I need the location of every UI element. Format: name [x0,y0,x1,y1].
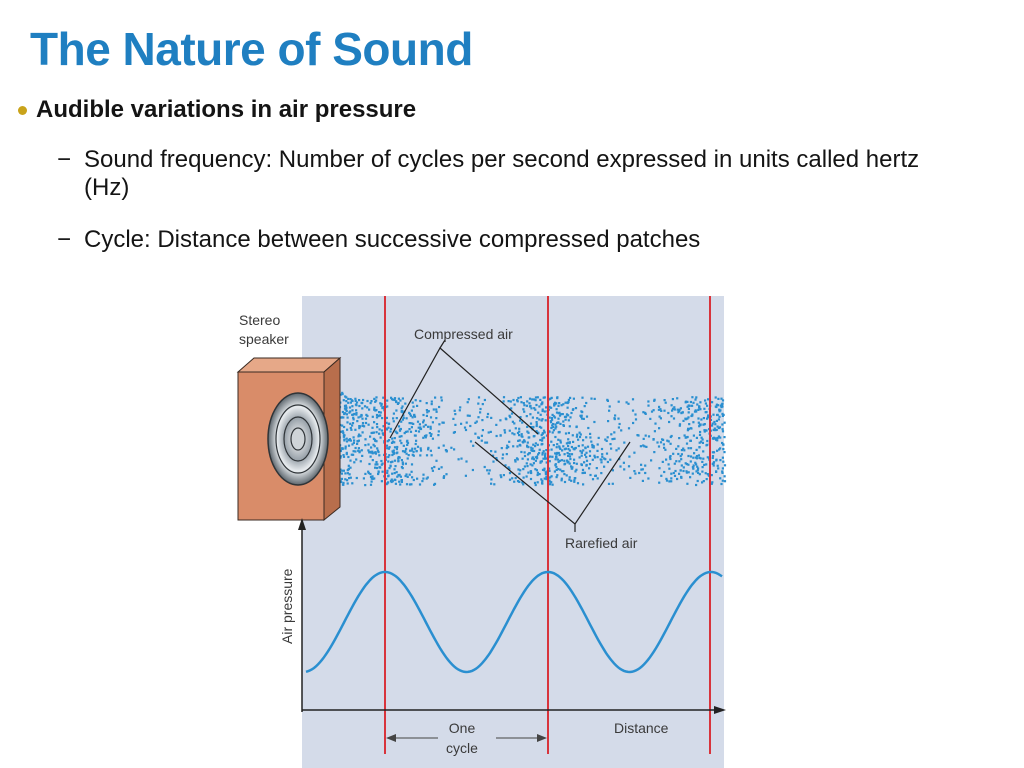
distance-label: Distance [614,720,669,736]
sound-wave-diagram: Stereo speaker Compressed air Rarefied a… [230,292,730,768]
sub-bullet-cycle: − Cycle: Distance between successive com… [57,226,934,254]
slide-title: The Nature of Sound [30,23,473,75]
rarefied-air-label: Rarefied air [565,535,638,551]
sub-bullet-text: Sound frequency: Number of cycles per se… [84,146,920,201]
stereo-speaker-icon [236,356,342,522]
sub-bullet-text: Cycle: Distance between successive compr… [84,226,701,253]
bullet-dot-icon [18,105,27,115]
one-cycle-label: One [449,720,476,736]
speaker-label: Stereo [239,312,280,328]
y-axis-arrow-icon [298,518,306,530]
left-arrow-icon [386,734,396,742]
diagram-background [302,296,724,768]
right-arrow-icon [537,734,547,742]
dash-icon: − [57,146,72,173]
speaker-label: speaker [239,331,289,347]
dash-icon: − [57,226,72,253]
main-bullet-text: Audible variations in air pressure [36,96,417,123]
pressure-wave [305,570,723,674]
x-axis-arrow-icon [714,706,726,714]
compressed-air-pointer [439,339,446,349]
one-cycle-label: cycle [446,740,478,756]
y-axis-label: Air pressure [279,568,295,644]
main-bullet: Audible variations in air pressure [18,96,416,124]
sub-bullet-frequency: − Sound frequency: Number of cycles per … [57,146,934,202]
compressed-air-label: Compressed air [414,326,513,342]
air-particles [310,391,727,487]
